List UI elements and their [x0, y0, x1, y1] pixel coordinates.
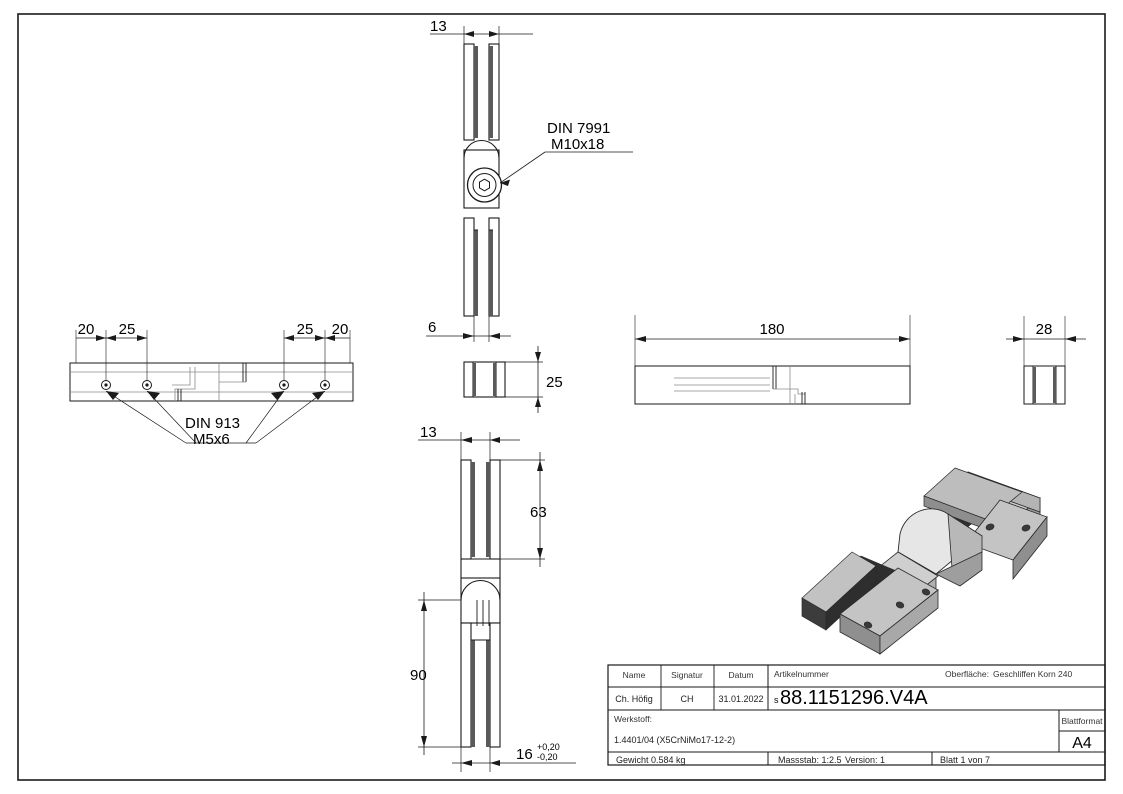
tb-label-artikelnummer: Artikelnummer — [774, 669, 829, 679]
isometric-render — [801, 467, 1048, 655]
note-din7991-line1: DIN 7991 — [547, 120, 610, 137]
tb-article-number: 88.1151296.V4A — [780, 687, 928, 709]
tb-label-oberflaeche: Oberfläche: — [945, 669, 989, 679]
dim-front-13: 13 — [420, 424, 437, 441]
view-left: 20 25 25 20 DIN 913 M5x6 — [69, 321, 354, 448]
tb-label-blattformat: Blattformat — [1061, 716, 1103, 726]
dim-tol-minus: -0,20 — [537, 752, 558, 762]
dim-mid-25: 25 — [546, 374, 563, 391]
view-right-plan: 180 — [634, 315, 911, 405]
note-din913-line1: DIN 913 — [185, 415, 240, 432]
view-middle-center: 6 25 — [426, 316, 563, 413]
dim-tol-plus: +0,20 — [537, 742, 560, 752]
tb-version: Version: 1 — [845, 755, 885, 765]
tb-weight: Gewicht 0.584 kg — [616, 755, 686, 765]
view-right-end: 28 — [1006, 316, 1086, 405]
tb-value-werkstoff: 1.4401/04 (X5CrNiMo17-12-2) — [614, 735, 735, 745]
dim-mid-6: 6 — [428, 319, 436, 336]
tb-value-oberflaeche: Geschliffen Korn 240 — [993, 669, 1072, 679]
tb-header-name: Name — [623, 670, 646, 680]
tb-sheet: Blatt 1 von 7 — [940, 755, 990, 765]
note-din913-line2: M5x6 — [193, 431, 230, 448]
dim-left-20: 20 — [78, 321, 95, 338]
tb-header-signatur: Signatur — [671, 670, 703, 680]
dim-front-63: 63 — [530, 504, 547, 521]
tb-value-signatur: CH — [681, 694, 694, 704]
tb-value-name: Ch. Höfig — [615, 694, 653, 704]
tb-label-werkstoff: Werkstoff: — [614, 714, 652, 724]
setscrew-holes — [101, 380, 330, 390]
dim-front-16: 16 — [516, 746, 533, 763]
dim-top-13: 13 — [430, 18, 447, 35]
hex-socket-icon — [479, 178, 490, 192]
sheet-border — [17, 13, 1106, 781]
dim-front-90: 90 — [410, 667, 427, 684]
tb-value-datum: 31.01.2022 — [718, 694, 763, 704]
title-block: Name Signatur Datum Ch. Höfig CH 31.01.2… — [607, 664, 1106, 766]
view-lower-center: 13 63 90 16 +0,20 -0,20 — [410, 424, 576, 772]
note-din7991-line2: M10x18 — [551, 136, 604, 153]
dim-right-25: 25 — [297, 321, 314, 338]
dim-end-28: 28 — [1036, 321, 1053, 338]
tb-scale: Massstab: 1:2.5 — [778, 755, 842, 765]
dim-left-25: 25 — [119, 321, 136, 338]
tb-header-datum: Datum — [728, 670, 753, 680]
tb-value-blattformat: A4 — [1072, 735, 1092, 752]
dim-length-180: 180 — [759, 321, 784, 338]
dim-right-20: 20 — [332, 321, 349, 338]
view-top-center: 13 DIN 7991 M10x18 — [430, 18, 633, 317]
tb-article-prefix: s — [774, 695, 779, 705]
